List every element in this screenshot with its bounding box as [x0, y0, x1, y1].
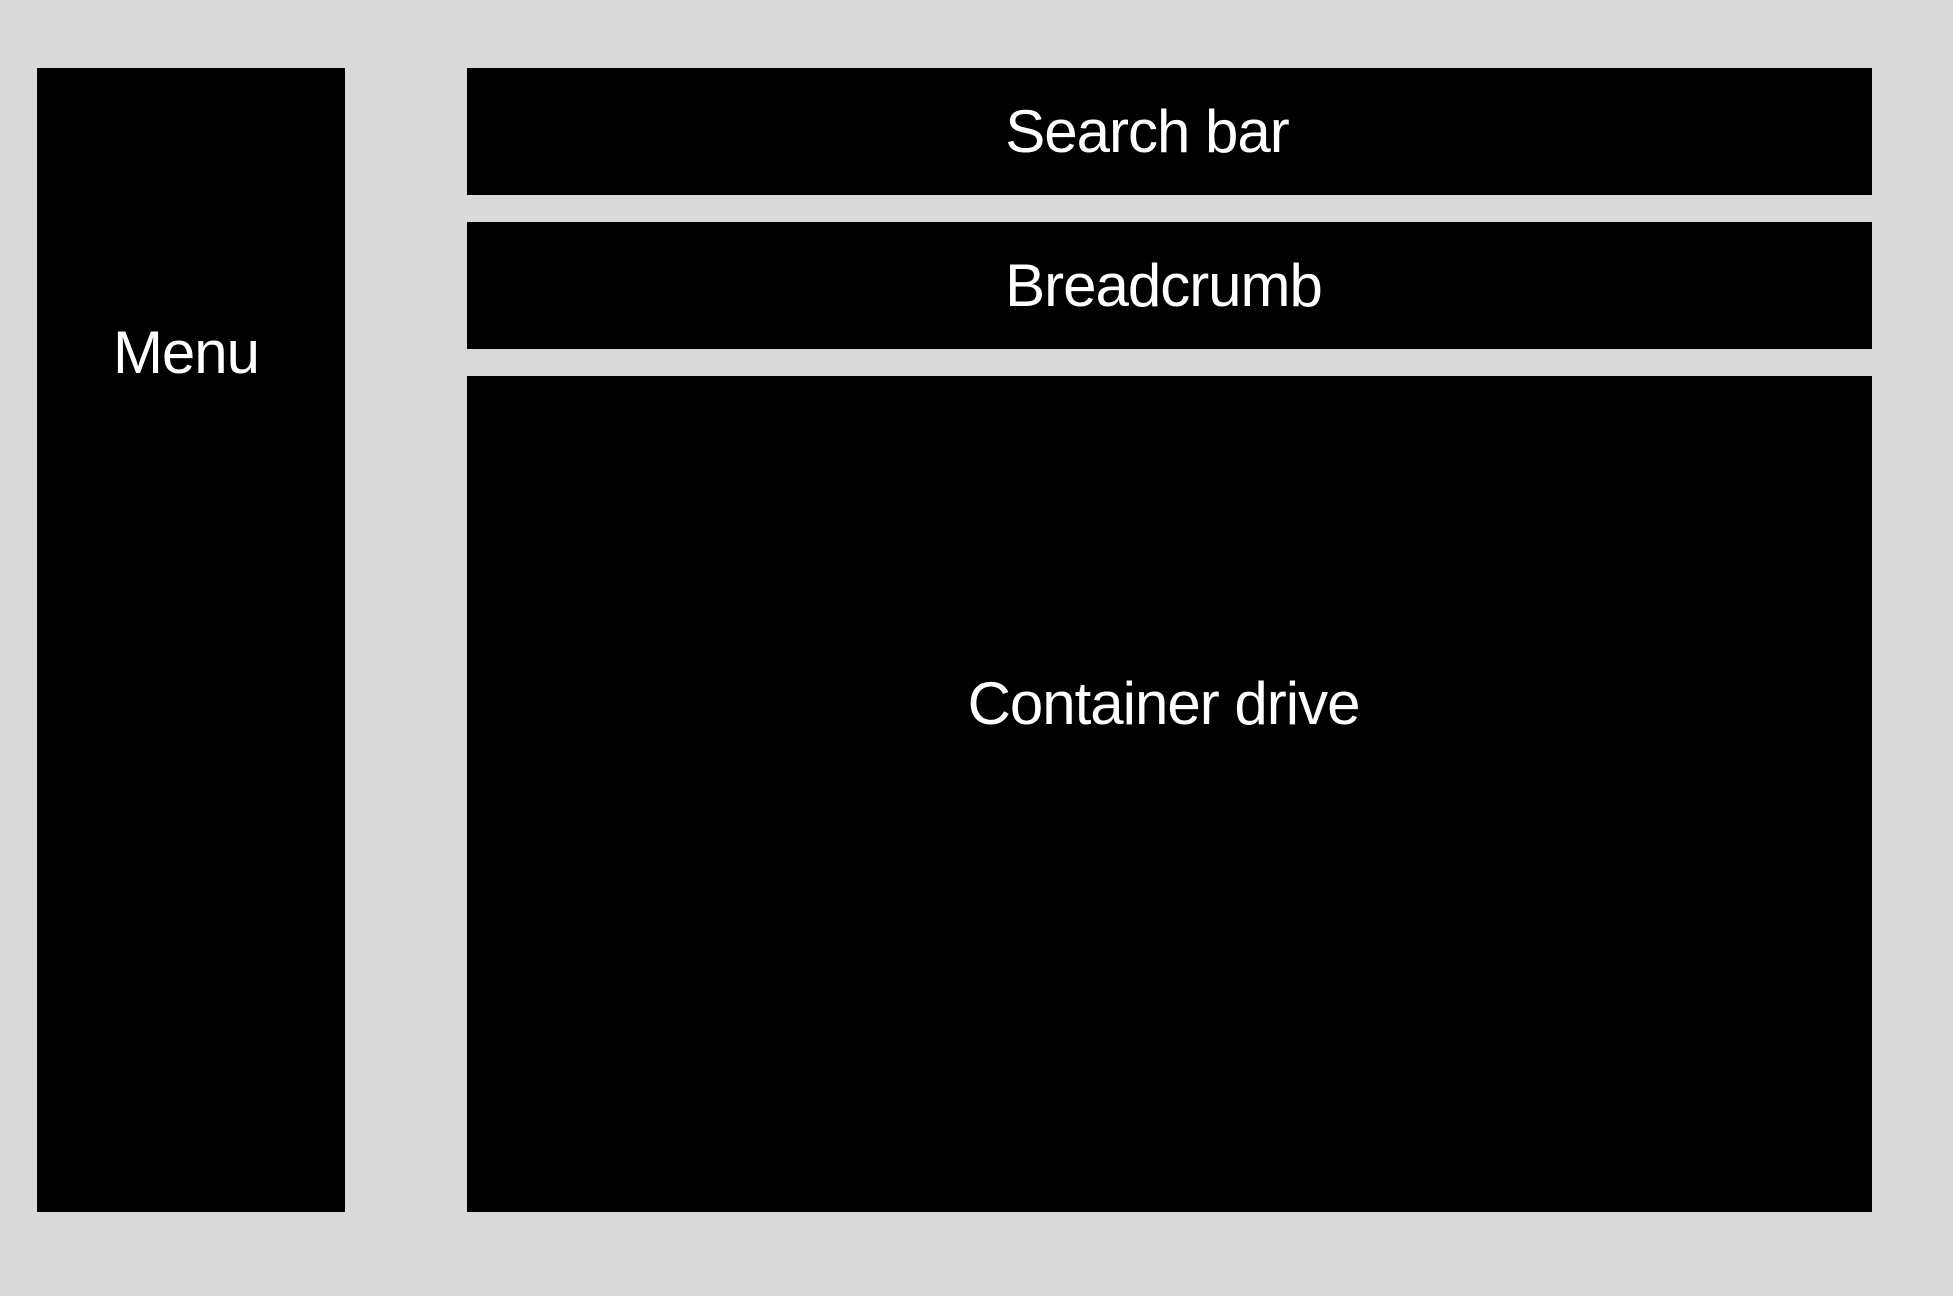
container-drive-label: Container drive [967, 670, 1361, 737]
menu-label: Menu [112, 319, 260, 386]
search-bar-panel: Search bar [467, 68, 1872, 195]
breadcrumb-panel: Breadcrumb [467, 222, 1872, 349]
menu-panel: Menu [37, 68, 345, 1212]
container-drive-panel: Container drive [467, 376, 1872, 1212]
breadcrumb-label: Breadcrumb [1005, 252, 1323, 319]
search-bar-label: Search bar [1005, 98, 1289, 165]
